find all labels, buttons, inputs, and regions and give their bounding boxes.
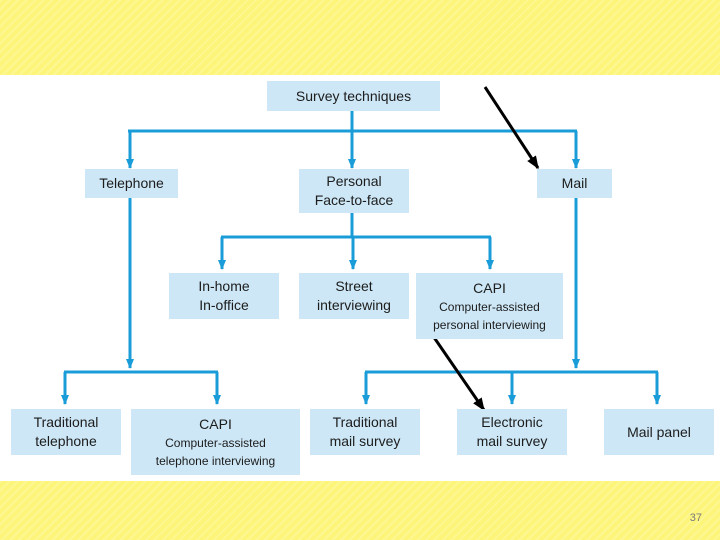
annotation-arrow-to-electronic-mail (429, 332, 486, 412)
node-telephone: Telephone (85, 169, 178, 198)
node-capi-personal-title: CAPI (473, 279, 506, 296)
node-traditional-telephone: Traditional telephone (11, 409, 121, 455)
node-traditional-telephone-line1: Traditional (33, 414, 99, 430)
node-in-home-line1: In-home (198, 278, 250, 294)
node-capi-telephone-line1: Computer-assisted (165, 435, 266, 450)
node-in-home: In-home In-office (169, 273, 279, 319)
node-personal: Personal Face-to-face (299, 169, 409, 213)
node-telephone-label: Telephone (99, 175, 164, 191)
node-street: Street interviewing (299, 273, 409, 319)
node-personal-line1: Personal (326, 173, 382, 189)
slide-number: 37 (689, 512, 702, 524)
node-street-line1: Street (335, 278, 373, 294)
node-capi-telephone: CAPI Computer-assisted telephone intervi… (131, 409, 300, 475)
node-electronic-mail-line2: mail survey (476, 433, 548, 449)
node-electronic-mail-survey: Electronic mail survey (457, 409, 567, 455)
node-in-home-line2: In-office (199, 297, 249, 313)
node-capi-personal-line2: personal interviewing (433, 317, 546, 332)
node-capi-telephone-title: CAPI (199, 415, 232, 432)
top-yellow-band (0, 0, 720, 75)
node-traditional-mail-line1: Traditional (332, 414, 398, 430)
annotation-arrow-to-mail (483, 86, 540, 170)
node-capi-personal-line1: Computer-assisted (439, 299, 540, 314)
node-capi-personal: CAPI Computer-assisted personal intervie… (416, 273, 563, 339)
node-mail-panel-label: Mail panel (627, 423, 691, 440)
node-traditional-telephone-line2: telephone (35, 433, 97, 449)
node-mail-panel: Mail panel (604, 409, 714, 455)
bottom-yellow-band (0, 481, 720, 540)
node-mail-label: Mail (561, 175, 588, 191)
node-survey-techniques-label: Survey techniques (295, 87, 412, 104)
node-survey-techniques: Survey techniques (267, 81, 440, 111)
node-traditional-mail-line2: mail survey (329, 433, 401, 449)
node-street-line2: interviewing (317, 297, 391, 313)
node-capi-telephone-line2: telephone interviewing (155, 453, 276, 468)
node-mail: Mail (537, 169, 612, 198)
node-electronic-mail-line1: Electronic (481, 414, 543, 430)
node-personal-line2: Face-to-face (314, 192, 394, 208)
node-traditional-mail-survey: Traditional mail survey (310, 409, 420, 455)
